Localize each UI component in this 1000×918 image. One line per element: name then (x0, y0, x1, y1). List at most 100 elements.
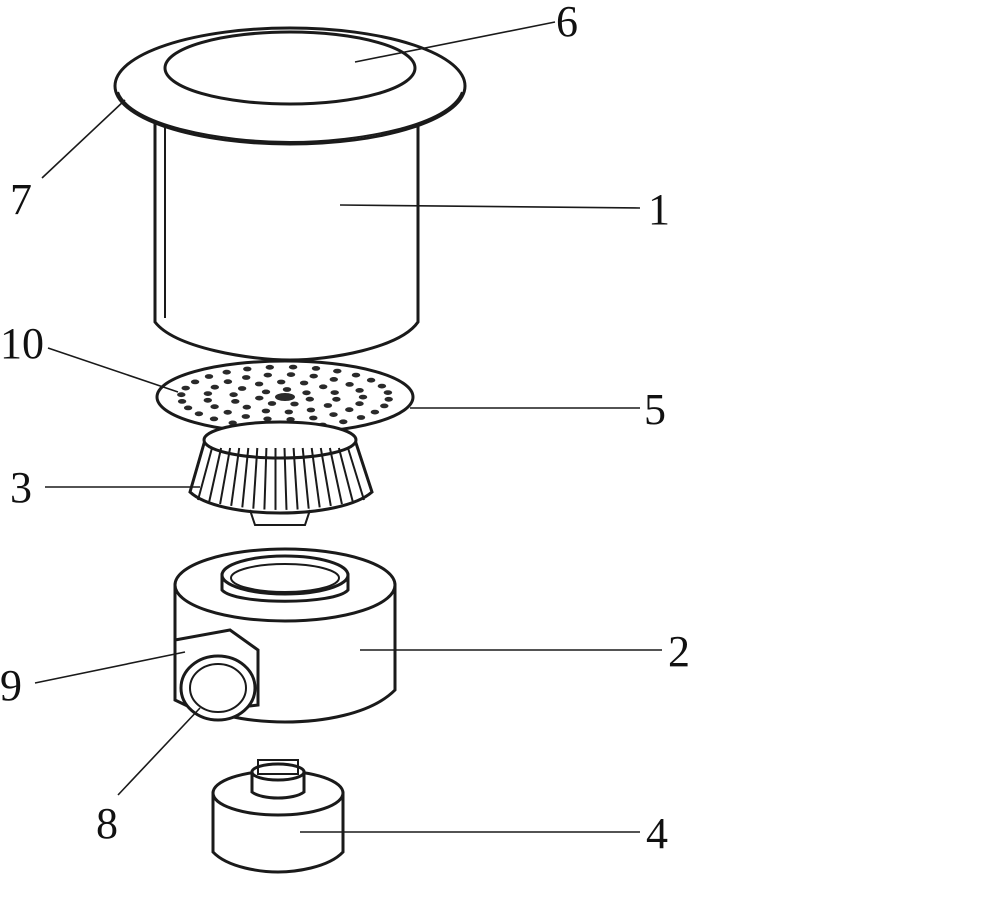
perforation-hole (241, 414, 250, 419)
impeller-rib (263, 447, 268, 510)
perforation-hole (380, 403, 389, 409)
perforation-hole (333, 368, 342, 374)
perforation-hole (355, 401, 364, 407)
perforation-hole (309, 415, 318, 421)
part-1-cylinder-body (153, 113, 420, 362)
impeller-rib (208, 447, 223, 503)
impeller-rib (301, 447, 310, 509)
perforation-hole (261, 389, 271, 395)
perforation-hole (284, 409, 293, 415)
perforation-hole (345, 382, 354, 387)
perforation-hole (267, 401, 277, 406)
perforation-hole (330, 390, 339, 395)
impeller-rib (337, 447, 354, 503)
perforation-hole (309, 373, 318, 379)
perforation-hole (366, 377, 376, 383)
perforation-hole (222, 369, 231, 375)
impeller-rib (230, 447, 241, 507)
leader-lines (34, 21, 662, 833)
perforation-hole (383, 390, 393, 395)
perforation-hole (306, 407, 316, 413)
perforation-hole (282, 387, 292, 392)
perforation-hole (319, 384, 328, 390)
label-10: 10 (0, 319, 44, 368)
perforation-hole (302, 390, 311, 396)
leader-10 (47, 347, 179, 393)
perforation-hole (358, 394, 368, 400)
label-1: 1 (648, 185, 670, 234)
perforation-hole (355, 388, 364, 393)
perforation-hole (339, 419, 348, 425)
perforation-hole (254, 381, 264, 387)
part-4-bottom-plug (211, 759, 345, 874)
label-9: 9 (0, 661, 22, 710)
perforation-hole (311, 366, 321, 371)
leader-6 (354, 21, 556, 63)
impeller-rib (328, 447, 343, 505)
perforation-hole (277, 379, 286, 385)
perforation-hole (242, 375, 251, 380)
label-8: 8 (96, 799, 118, 848)
part-8-pipe-outlet (179, 654, 257, 722)
perforation-hole (275, 393, 295, 401)
part-10-perforated-disc (155, 359, 415, 435)
label-6: 6 (556, 0, 578, 46)
perforation-hole (384, 396, 393, 402)
leader-9 (34, 651, 186, 684)
impeller-rib (292, 447, 299, 510)
perforation-hole (356, 415, 366, 420)
perforation-hole (231, 399, 240, 404)
perforation-hole (323, 403, 333, 408)
perforation-hole (329, 412, 338, 417)
perforation-hole (255, 395, 264, 401)
perforation-hole (305, 396, 314, 402)
perforation-hole (243, 366, 252, 372)
perforation-hole (332, 396, 341, 402)
part-labels: 6 7 1 10 5 3 2 9 8 4 (0, 0, 690, 858)
perforation-hole (229, 392, 238, 398)
perforation-hole (183, 405, 193, 411)
perforation-hole (223, 379, 233, 385)
perforation-hole (263, 416, 272, 422)
perforation-hole (203, 397, 212, 403)
impeller-rib (319, 447, 332, 507)
perforation-hole (263, 372, 272, 378)
perforation-hole (290, 401, 299, 407)
leader-8 (117, 707, 201, 796)
perforation-hole (177, 399, 187, 404)
perforation-hole (177, 392, 186, 398)
impeller-rib (283, 447, 288, 510)
leader-7 (41, 99, 126, 179)
impeller-rib (347, 447, 365, 501)
part-6-top-opening (163, 30, 417, 106)
impeller-rib (310, 447, 321, 508)
perforation-hole (210, 404, 219, 410)
perforation-hole (286, 372, 296, 377)
impeller-rib (197, 447, 213, 501)
perforation-hole (181, 385, 190, 391)
perforation-hole (223, 409, 232, 415)
perforation-hole (351, 372, 361, 378)
leader-1 (339, 204, 641, 209)
perforation-hole (242, 404, 251, 410)
perforation-hole (329, 377, 338, 382)
perforation-hole (288, 364, 298, 370)
label-2: 2 (668, 627, 690, 676)
perforation-hole (210, 384, 219, 390)
perforation-hole (377, 383, 387, 389)
perforation-hole (194, 411, 204, 417)
label-5: 5 (644, 385, 666, 434)
impeller-rib (241, 447, 250, 508)
impeller-rib (252, 447, 259, 509)
perforation-hole (265, 364, 274, 370)
part-3-ribbed-impeller (188, 420, 374, 526)
perforation-hole (370, 409, 380, 415)
perforation-hole (345, 407, 354, 413)
perforation-hole (237, 386, 247, 391)
perforation-hole (190, 379, 200, 385)
label-7: 7 (10, 175, 32, 224)
perforation-hole (299, 380, 309, 386)
label-4: 4 (646, 809, 668, 858)
perforation-hole (209, 416, 219, 422)
